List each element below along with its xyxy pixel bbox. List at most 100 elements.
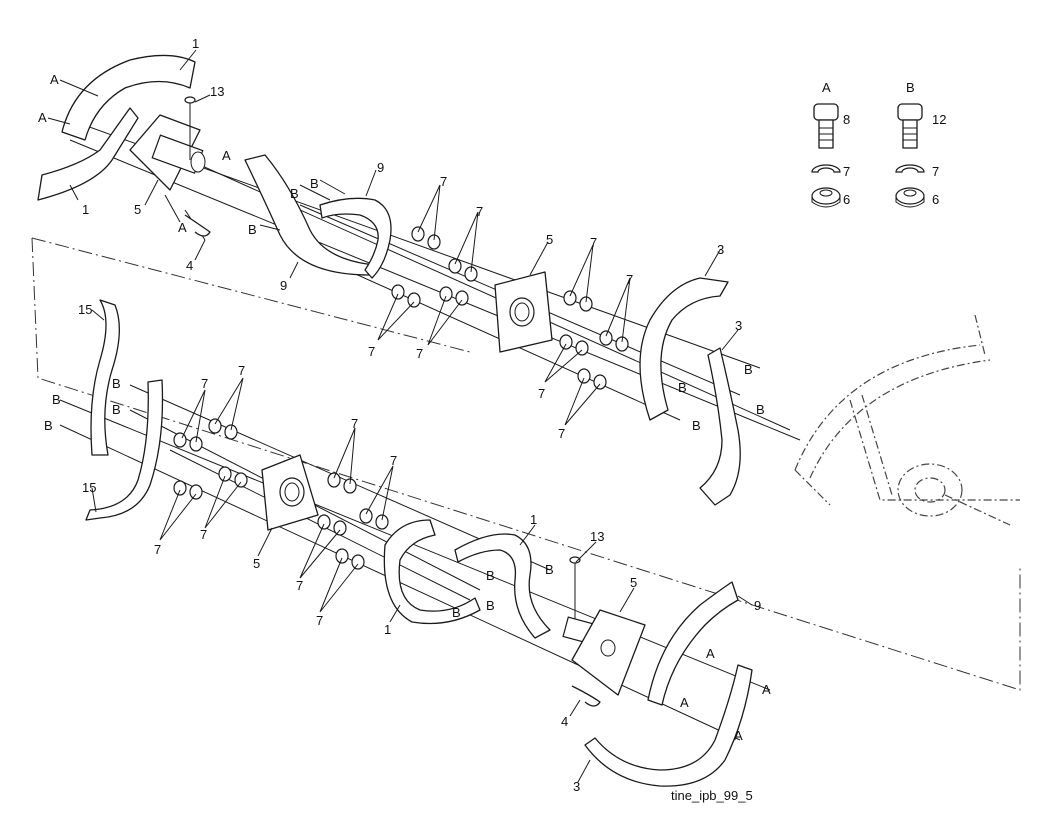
callout-b: B — [452, 605, 461, 620]
callout-4: 4 — [561, 714, 568, 729]
callout-7: 7 — [368, 344, 375, 359]
callout-b: B — [112, 376, 121, 391]
bolt-12-icon — [897, 103, 923, 149]
callout-7: 7 — [201, 376, 208, 391]
callout-3: 3 — [573, 779, 580, 794]
nut-b-icon — [895, 187, 925, 208]
tine-9-right — [319, 197, 392, 279]
lock-washer-b-icon — [895, 164, 925, 173]
tine-3-upper-b — [699, 347, 741, 506]
callout-7: 7 — [416, 346, 423, 361]
callout-1: 1 — [530, 512, 537, 527]
lock-washers-lower — [173, 418, 389, 570]
callout-b: B — [290, 186, 299, 201]
bolt-8-icon — [813, 103, 839, 149]
callout-b: B — [112, 402, 121, 417]
callout-7: 7 — [316, 613, 323, 628]
hair-clip-4-upper — [184, 214, 211, 237]
callout-13: 13 — [210, 84, 224, 99]
callout-7: 7 — [390, 453, 397, 468]
callout-7: 7 — [440, 174, 447, 189]
callout-7: 7 — [154, 542, 161, 557]
callout-1: 1 — [384, 622, 391, 637]
callout-b: B — [692, 418, 701, 433]
legend-bolt-8: 8 — [843, 112, 850, 127]
tine-1-upper — [61, 54, 196, 141]
callout-5: 5 — [134, 202, 141, 217]
nut-a-icon — [811, 187, 841, 208]
tine-3-lower — [584, 664, 753, 787]
tine-9-lower — [647, 581, 739, 706]
legend-washer-7-a: 7 — [843, 164, 850, 179]
tine-15-lower — [85, 379, 164, 521]
callout-7: 7 — [296, 578, 303, 593]
callout-7: 7 — [558, 426, 565, 441]
legend-letter-a: A — [822, 80, 831, 95]
upper-left-assembly — [37, 54, 211, 241]
hair-clip-4-lower — [571, 685, 601, 707]
callout-b: B — [744, 362, 753, 377]
hardware-legend — [811, 103, 925, 208]
callout-3: 3 — [735, 318, 742, 333]
callout-1: 1 — [82, 202, 89, 217]
legend-bolt-12: 12 — [932, 112, 946, 127]
callout-a: A — [680, 695, 689, 710]
tine-1-lower-b — [454, 533, 551, 639]
callout-a: A — [178, 220, 187, 235]
callout-7: 7 — [538, 386, 545, 401]
callout-7: 7 — [200, 527, 207, 542]
callout-a: A — [734, 728, 743, 743]
callout-7: 7 — [238, 363, 245, 378]
callout-a: A — [706, 646, 715, 661]
callout-13: 13 — [590, 529, 604, 544]
callout-b: B — [248, 222, 257, 237]
callout-a: A — [50, 72, 59, 87]
callout-9: 9 — [377, 160, 384, 175]
lower-middle-tines — [383, 519, 551, 639]
tine-1-lower — [37, 107, 139, 201]
legend-washer-7-b: 7 — [932, 164, 939, 179]
callout-1: 1 — [192, 36, 199, 51]
upper-middle-assembly — [244, 154, 629, 390]
legend-nut-6-a: 6 — [843, 192, 850, 207]
tine-3-upper-a — [639, 277, 729, 421]
tiller-housing-outline — [794, 314, 1020, 526]
callout-15: 15 — [78, 302, 92, 317]
callout-b: B — [486, 598, 495, 613]
callout-5: 5 — [630, 575, 637, 590]
upper-right-tines — [639, 277, 741, 506]
callout-15: 15 — [82, 480, 96, 495]
figure-caption: tine_ipb_99_5 — [671, 788, 753, 803]
callout-b: B — [52, 392, 61, 407]
lock-washer-a-icon — [811, 164, 841, 173]
callout-b: B — [486, 568, 495, 583]
tine-1-lower-a — [383, 519, 481, 625]
callout-a: A — [222, 148, 231, 163]
callout-9: 9 — [754, 598, 761, 613]
callout-leaders — [47, 49, 753, 783]
callout-b: B — [310, 176, 319, 191]
callout-4: 4 — [186, 258, 193, 273]
callout-b: B — [545, 562, 554, 577]
callout-b: B — [44, 418, 53, 433]
callout-5: 5 — [253, 556, 260, 571]
callout-b: B — [678, 380, 687, 395]
lower-left-assembly — [85, 299, 389, 570]
callout-a: A — [762, 682, 771, 697]
legend-nut-6-b: 6 — [932, 192, 939, 207]
callout-7: 7 — [476, 204, 483, 219]
callout-5: 5 — [546, 232, 553, 247]
phantom-boundary — [31, 237, 1021, 691]
callout-7: 7 — [626, 272, 633, 287]
lock-washers-upper — [391, 226, 629, 390]
upper-guide-lines — [69, 119, 801, 441]
callout-7: 7 — [590, 235, 597, 250]
legend-letter-b: B — [906, 80, 915, 95]
callout-b: B — [756, 402, 765, 417]
callout-3: 3 — [717, 242, 724, 257]
tine-15-upper — [90, 299, 120, 456]
callout-9: 9 — [280, 278, 287, 293]
lower-right-assembly — [562, 556, 753, 787]
